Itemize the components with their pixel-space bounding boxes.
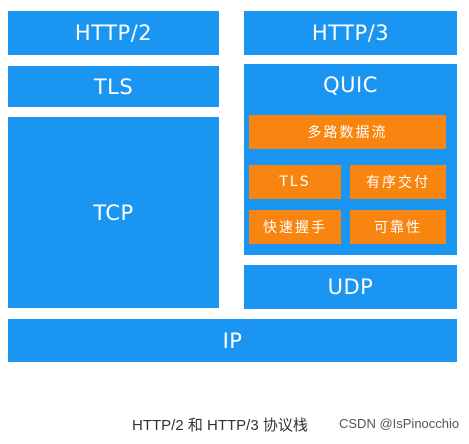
tcp-layer: TCP [8, 117, 219, 308]
http3-label: HTTP/3 [311, 21, 390, 45]
http2-layer: HTTP/2 [8, 11, 219, 55]
ordered-delivery-label: 有序交付 [366, 175, 430, 191]
reliability-label: 可靠性 [374, 220, 422, 236]
figure-caption-area: HTTP/2 和 HTTP/3 协议栈 CSDN @IsPinocchio [0, 410, 469, 434]
ip-label: IP [222, 328, 243, 353]
udp-label: UDP [327, 275, 374, 299]
quic-tls-label: TLS [279, 174, 311, 190]
quic-feature-tls: TLS [249, 165, 341, 199]
quic-feature-fast-handshake: 快速握手 [249, 210, 341, 244]
quic-feature-reliability: 可靠性 [350, 210, 446, 244]
tls-layer: TLS [8, 66, 219, 107]
watermark: CSDN @IsPinocchio [339, 416, 460, 431]
figure-caption: HTTP/2 和 HTTP/3 协议栈 [132, 417, 308, 434]
fast-handshake-label: 快速握手 [263, 220, 327, 236]
quic-feature-multiplexed-streams: 多路数据流 [249, 115, 446, 149]
tls-label: TLS [93, 74, 134, 99]
tcp-label: TCP [93, 200, 134, 225]
multiplexed-streams-label: 多路数据流 [307, 125, 388, 141]
quic-feature-ordered-delivery: 有序交付 [350, 165, 446, 199]
quic-label: QUIC [323, 73, 378, 97]
ip-layer: IP [8, 319, 457, 362]
http3-layer: HTTP/3 [244, 11, 457, 55]
udp-layer: UDP [244, 265, 457, 309]
http2-label: HTTP/2 [74, 21, 153, 45]
